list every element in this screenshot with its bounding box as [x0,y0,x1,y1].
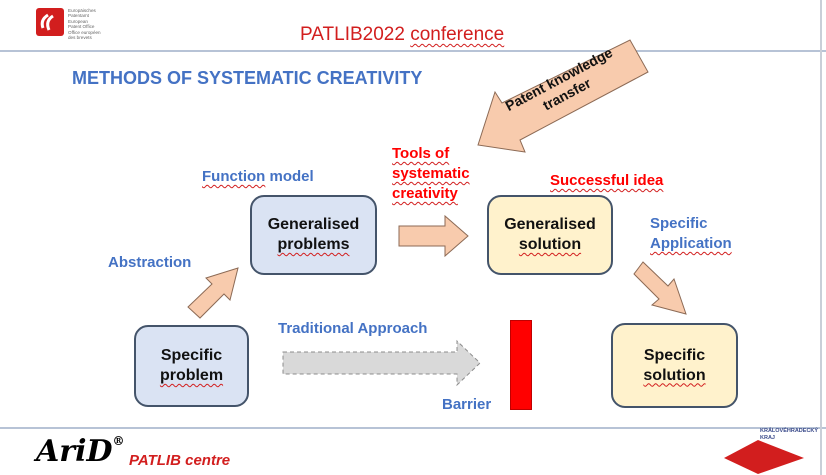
specific-solution-line-2: solution [643,366,706,384]
tools-line-3: creativity [392,185,458,202]
generalised-problems-box: Generalised problems [250,195,377,275]
barrier-bar [510,320,532,410]
epo-logo [36,8,64,36]
generalised-problems-line-2: problems [277,236,350,253]
kraj-label-line-2: KRAJ [760,435,775,441]
footer-divider [0,427,826,429]
generalised-solution-box: Generalised solution [487,195,613,275]
specific-application-line-1: Specific [650,215,708,232]
specific-application-label: Specific Application [650,214,732,254]
conference-title-word: conference [410,24,505,45]
conference-title: PATLIB2022 conference [300,24,504,46]
function-model-label: Function model [202,168,314,185]
abstraction-arrow [187,267,239,319]
arid-logo-text: AriD [36,434,113,469]
specific-application-line-2: Application [650,235,732,252]
epo-logo-icon [40,13,54,31]
epo-name-line: Patentamt [68,13,89,18]
specific-problem-line-2: problem [159,367,224,384]
header-divider [0,50,826,52]
traditional-approach-label: Traditional Approach [278,320,428,337]
specific-problem-box: Specific problem [134,325,249,407]
conference-title-prefix: PATLIB2022 [300,24,405,45]
epo-name-line: des brevets [68,35,92,40]
arid-logo: AriD® [36,434,125,469]
successful-idea-text: Successful idea [550,172,664,189]
tools-line-2: systematic [392,165,470,182]
epo-name-line: Europäisches [68,8,96,13]
function-model-word-1: Function [202,168,266,185]
epo-name-line: Patent Office [68,24,95,29]
barrier-label: Barrier [442,396,492,413]
arid-registered-mark: ® [112,434,125,448]
kraj-label-line-1: KRÁLOVÉHRADECKÝ [760,428,819,434]
tools-label: Tools of systematic creativity [392,144,470,204]
generalised-problems-line-1: Generalised [267,216,360,233]
tools-arrow [398,214,469,258]
tools-line-1: Tools of [392,145,450,162]
specific-solution-box: Specific solution [611,323,738,408]
successful-idea-label: Successful idea [550,172,663,189]
kraj-logo-icon [724,440,804,474]
function-model-word-2: model [269,168,314,185]
traditional-approach-arrow [282,339,481,387]
right-edge-divider [820,0,822,475]
generalised-solution-line-2: solution [518,236,582,253]
specific-problem-line-1: Specific [160,347,223,364]
specific-application-arrow [633,261,687,315]
slide-title: METHODS OF SYSTEMATIC CREATIVITY [72,68,423,88]
abstraction-label: Abstraction [108,254,192,271]
patent-transfer-arrow [477,39,649,153]
specific-solution-line-1: Specific [643,346,706,364]
epo-name-block: Europäisches Patentamt European Patent O… [66,6,110,40]
kraj-label: KRÁLOVÉHRADECKÝ KRAJ [760,428,818,442]
patlib-centre-label: PATLIB centre [129,452,231,469]
generalised-solution-line-1: Generalised [504,216,596,233]
epo-name-line: European [68,19,88,24]
epo-name-line: Office européen [68,30,101,35]
